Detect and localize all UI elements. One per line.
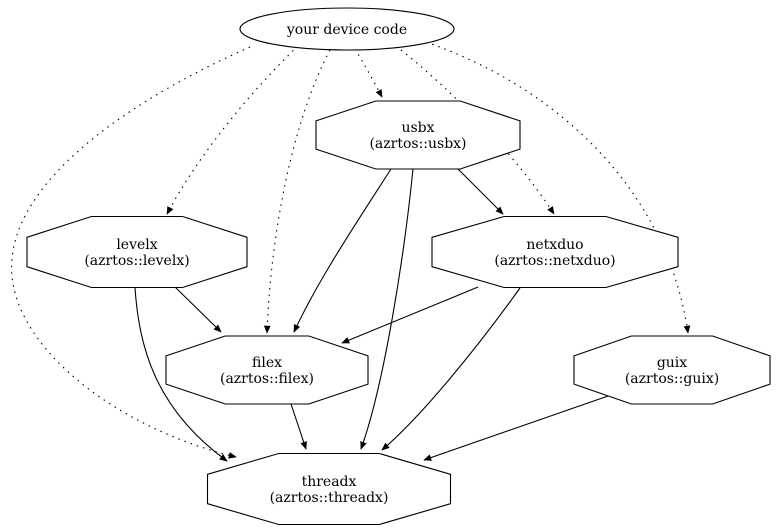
node-netxduo: netxduo(azrtos::netxduo) [431, 215, 679, 289]
node-label-device-0: your device code [286, 22, 407, 38]
octagon-shape [165, 335, 369, 405]
node-label-filex-1: (azrtos::filex) [220, 371, 314, 387]
edge-usbx-netxduo [456, 167, 504, 215]
node-filex: filex(azrtos::filex) [165, 335, 369, 405]
node-label-guix-1: (azrtos::guix) [625, 371, 719, 387]
edge-device-usbx [354, 48, 383, 98]
edge-filex-threadx [290, 403, 307, 450]
node-guix: guix(azrtos::guix) [573, 335, 771, 405]
node-levelx: levelx(azrtos::levelx) [26, 215, 248, 289]
node-label-usbx-1: (azrtos::usbx) [369, 136, 466, 152]
octagon-shape [26, 215, 248, 289]
node-label-netxduo-0: netxduo [526, 237, 583, 253]
node-label-levelx-0: levelx [116, 237, 157, 253]
edge-usbx-filex [293, 168, 392, 333]
edge-netxduo-threadx [381, 287, 521, 451]
node-usbx: usbx(azrtos::usbx) [315, 100, 521, 170]
octagon-shape [315, 100, 521, 170]
edge-usbx-threadx [360, 168, 414, 450]
node-label-guix-0: guix [657, 355, 687, 371]
edges [11, 41, 691, 462]
edge-levelx-filex [173, 285, 222, 333]
ellipse-shape [239, 7, 455, 51]
node-device: your device code [239, 7, 455, 51]
node-threadx: threadx(azrtos::threadx) [206, 452, 452, 526]
edge-guix-threadx [423, 395, 609, 461]
nodes: your device codeusbx(azrtos::usbx)levelx… [26, 7, 771, 526]
octagon-shape [573, 335, 771, 405]
node-label-netxduo-1: (azrtos::netxduo) [494, 253, 615, 269]
node-label-filex-0: filex [252, 355, 282, 371]
octagon-shape [206, 452, 452, 526]
edge-device-filex [263, 49, 331, 334]
octagon-shape [431, 215, 679, 289]
node-label-usbx-0: usbx [401, 120, 434, 136]
node-label-threadx-1: (azrtos::threadx) [270, 490, 389, 506]
edge-device-levelx [166, 45, 299, 215]
edge-netxduo-filex [341, 286, 479, 344]
edge-levelx-threadx [134, 287, 228, 462]
edge-device-guix [425, 41, 691, 334]
node-label-threadx-0: threadx [302, 474, 357, 490]
node-label-levelx-1: (azrtos::levelx) [84, 253, 189, 269]
